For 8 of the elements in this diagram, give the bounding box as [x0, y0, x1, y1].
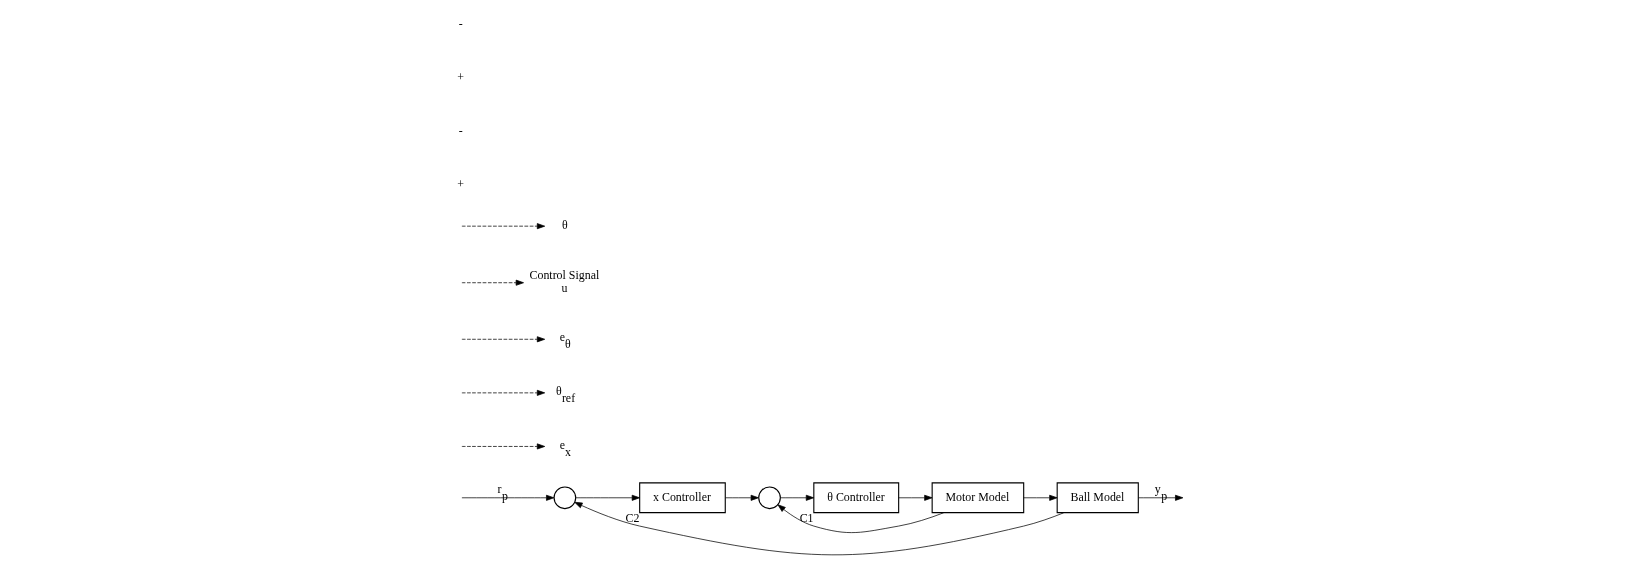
node-label: C2 — [625, 511, 640, 526]
label: - — [458, 123, 463, 138]
label: - — [458, 16, 463, 31]
node-label: C1 — [799, 511, 814, 526]
node-text: θ — [561, 217, 568, 232]
label: + — [457, 69, 465, 84]
label: + — [457, 177, 465, 192]
node-text: Control Signal u — [529, 267, 600, 296]
